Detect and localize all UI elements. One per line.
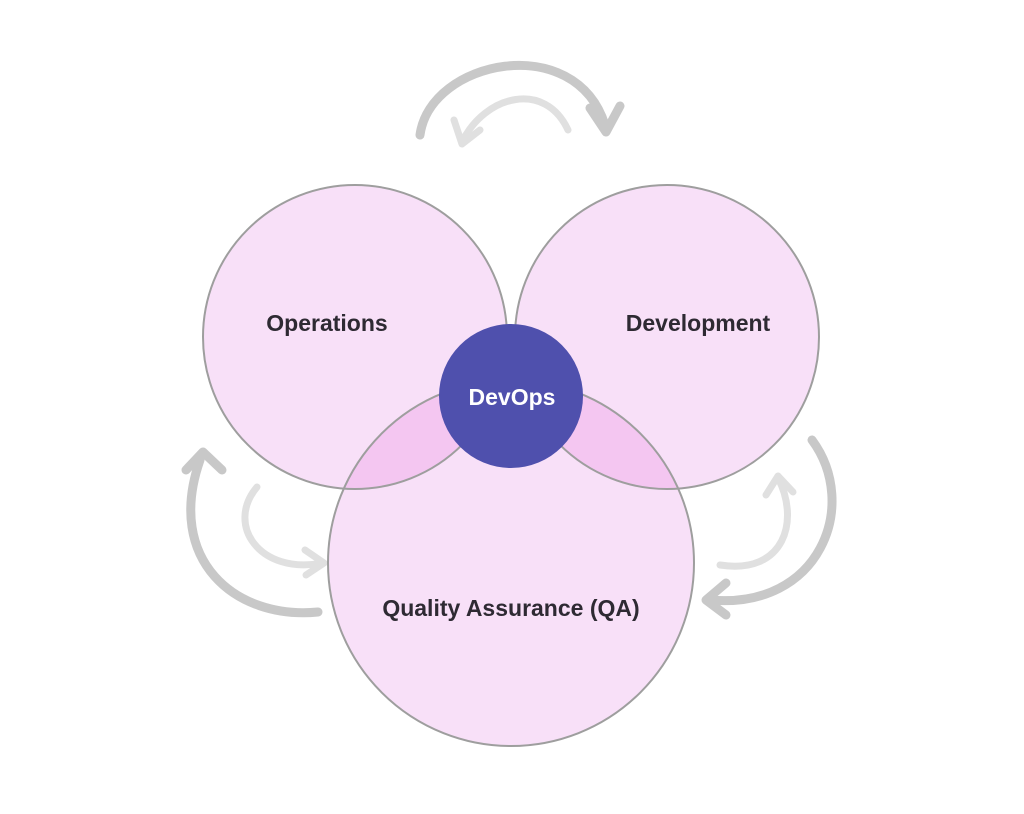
development-label: Development	[626, 310, 771, 336]
curved-arrow-icon	[415, 60, 625, 140]
ops-qa-overlap	[328, 380, 507, 489]
curved-arrow-icon	[701, 435, 837, 620]
devops-center-circle	[439, 324, 583, 468]
arrows-group	[181, 60, 837, 620]
curved-arrow-icon	[241, 483, 328, 579]
devops-label: DevOps	[469, 384, 556, 410]
dev-qa-overlap	[515, 380, 694, 489]
curved-arrow-icon	[716, 472, 797, 570]
operations-label: Operations	[266, 310, 387, 336]
overlap-regions	[328, 380, 694, 489]
curved-arrow-icon	[181, 447, 323, 618]
qa-label: Quality Assurance (QA)	[382, 595, 639, 621]
curved-arrow-icon	[450, 95, 572, 148]
